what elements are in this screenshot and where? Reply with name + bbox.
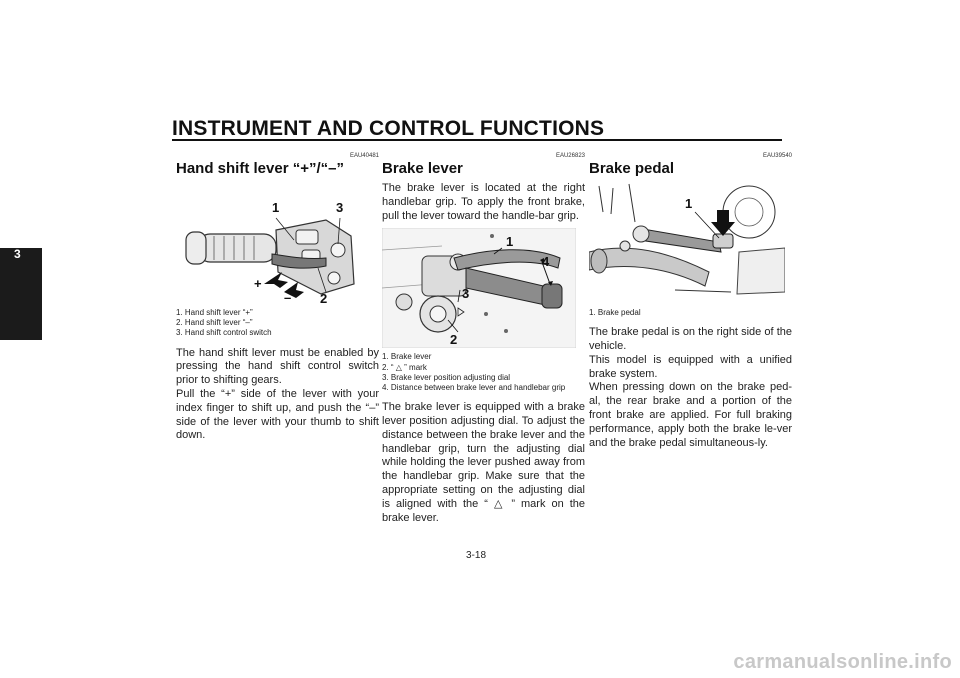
figure-label: 4 bbox=[542, 254, 550, 269]
caption-item: 4. Distance between brake lever and hand… bbox=[382, 383, 566, 392]
section-brake-pedal: EAU39540 Brake pedal 1 1. Brake pedal Th… bbox=[589, 152, 792, 450]
header-rule bbox=[172, 139, 782, 141]
figure-label: + bbox=[254, 276, 262, 291]
section-code: EAU40481 bbox=[349, 153, 379, 159]
section-body: The brake pedal is on the right side of … bbox=[589, 326, 792, 450]
section-hand-shift-lever: EAU40481 Hand shift lever “+”/“–” 1 3 + … bbox=[176, 152, 379, 443]
figure-captions: 1. Brake lever 2. “ △ ” mark 3. Brake le… bbox=[382, 352, 585, 393]
figure-label: 2 bbox=[450, 332, 457, 347]
brake-lever-illustration: 1 4 3 2 bbox=[382, 228, 576, 349]
header-title: INSTRUMENT AND CONTROL FUNCTIONS bbox=[172, 117, 605, 140]
section-brake-lever: EAU26823 Brake lever The brake lever is … bbox=[382, 152, 585, 525]
caption-item: 2. Hand shift lever “–” bbox=[176, 318, 253, 328]
paragraph: Pull the “+” side of the lever with your… bbox=[176, 388, 379, 442]
figure-label: 1 bbox=[272, 200, 279, 215]
figure-label: 1 bbox=[506, 234, 513, 249]
caption-item: 1. Hand shift lever “+” bbox=[176, 308, 253, 317]
section-code: EAU26823 bbox=[555, 153, 585, 159]
caption-item: 3. Brake lever position adjusting dial bbox=[382, 372, 511, 382]
section-body: The brake lever is equipped with a brake… bbox=[382, 401, 585, 525]
section-body: The hand shift lever must be enabled by … bbox=[176, 347, 379, 444]
figure-label: 3 bbox=[336, 200, 343, 215]
figure-label: – bbox=[284, 290, 291, 304]
watermark: carmanualsonline.info bbox=[733, 651, 952, 673]
section-heading: Brake pedal bbox=[589, 160, 675, 177]
section-code: EAU39540 bbox=[762, 153, 792, 159]
figure-label: 1 bbox=[685, 196, 692, 211]
figure-captions: 1. Brake pedal bbox=[589, 308, 792, 318]
paragraph: The brake lever is located at the right … bbox=[382, 182, 585, 222]
hand-shift-lever-illustration: 1 3 + – 2 bbox=[176, 182, 376, 304]
paragraph: The brake pedal is on the right side of … bbox=[589, 326, 792, 352]
paragraph: The brake lever is equipped with a brake… bbox=[382, 401, 585, 524]
chapter-tab bbox=[0, 248, 42, 340]
paragraph: The hand shift lever must be enabled by … bbox=[176, 346, 379, 387]
figure-label: 2 bbox=[320, 291, 327, 304]
section-intro: The brake lever is located at the right … bbox=[382, 182, 585, 223]
section-heading: Hand shift lever “+”/“–” bbox=[176, 160, 344, 177]
paragraph: This model is equipped with a unified br… bbox=[589, 353, 792, 380]
figure-captions: 1. Hand shift lever “+” 2. Hand shift le… bbox=[176, 308, 379, 339]
figure-label: 3 bbox=[462, 286, 469, 301]
page-number: 3-18 bbox=[466, 550, 487, 561]
brake-pedal-illustration: 1 bbox=[589, 182, 785, 304]
paragraph: When pressing down on the brake ped-al, … bbox=[589, 381, 792, 449]
chapter-number: 3 bbox=[14, 247, 21, 261]
caption-item: 3. Hand shift control switch bbox=[176, 328, 272, 338]
caption-item: 1. Brake lever bbox=[382, 352, 432, 362]
caption-item: 2. “ △ ” mark bbox=[382, 362, 427, 372]
section-heading: Brake lever bbox=[382, 160, 463, 177]
caption-item: 1. Brake pedal bbox=[589, 308, 641, 317]
